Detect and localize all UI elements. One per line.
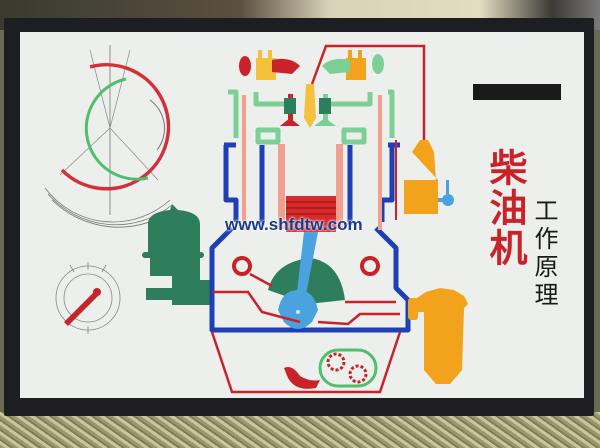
board-title: 柴油机 [483, 148, 527, 268]
background-floor [0, 412, 600, 448]
air-cleaner [142, 204, 212, 305]
intake-valve [280, 94, 300, 126]
cylinder-head [228, 89, 395, 145]
piston [286, 196, 336, 232]
oil-pump-gears [284, 348, 378, 389]
exhaust-valve [314, 94, 336, 126]
camshafts [232, 256, 380, 276]
oil-lines [210, 272, 402, 394]
cylinder-liners [242, 95, 382, 230]
board-subtitle: 工作原理 [530, 198, 558, 310]
oil-filter [408, 288, 468, 384]
rocker-arms [239, 50, 384, 80]
fuel-injection-pump [395, 140, 454, 220]
fuel-injector [304, 44, 426, 140]
watermark: www.shfdtw.com [225, 215, 363, 234]
pressure-gauge [55, 262, 121, 334]
valve-timing-diagram [44, 45, 173, 228]
blank-label-bar [473, 84, 561, 100]
